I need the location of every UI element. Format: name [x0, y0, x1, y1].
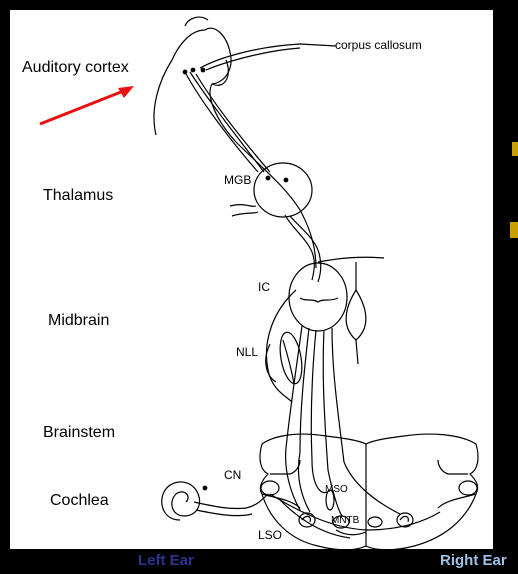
cochlea-spiral — [162, 482, 200, 520]
label-cn: CN — [224, 468, 241, 482]
label-nll: NLL — [236, 345, 258, 359]
label-midbrain: Midbrain — [48, 312, 109, 330]
label-auditory-cortex: Auditory cortex — [22, 59, 129, 77]
label-mgb: MGB — [224, 173, 251, 187]
label-right-ear: Right Ear — [440, 552, 507, 569]
edge-mark-upper — [512, 142, 518, 156]
label-left-ear: Left Ear — [138, 552, 194, 569]
label-ic: IC — [258, 280, 270, 294]
label-thalamus: Thalamus — [43, 187, 113, 205]
label-mntb: MNTB — [331, 515, 359, 526]
cortex-outline — [154, 28, 316, 268]
label-cochlea: Cochlea — [50, 492, 109, 510]
mgb-nucleus — [254, 163, 312, 217]
edge-mark-lower — [510, 222, 518, 238]
nll-nucleus — [277, 331, 306, 386]
ic-nucleus — [289, 263, 347, 331]
brainstem-outline — [260, 434, 478, 550]
label-lso: LSO — [258, 528, 282, 542]
label-brainstem: Brainstem — [43, 424, 115, 442]
label-mso: MSO — [325, 484, 348, 495]
label-corpus-callosum: corpus callosum — [335, 38, 422, 52]
pointer-arrow-icon — [38, 80, 138, 130]
